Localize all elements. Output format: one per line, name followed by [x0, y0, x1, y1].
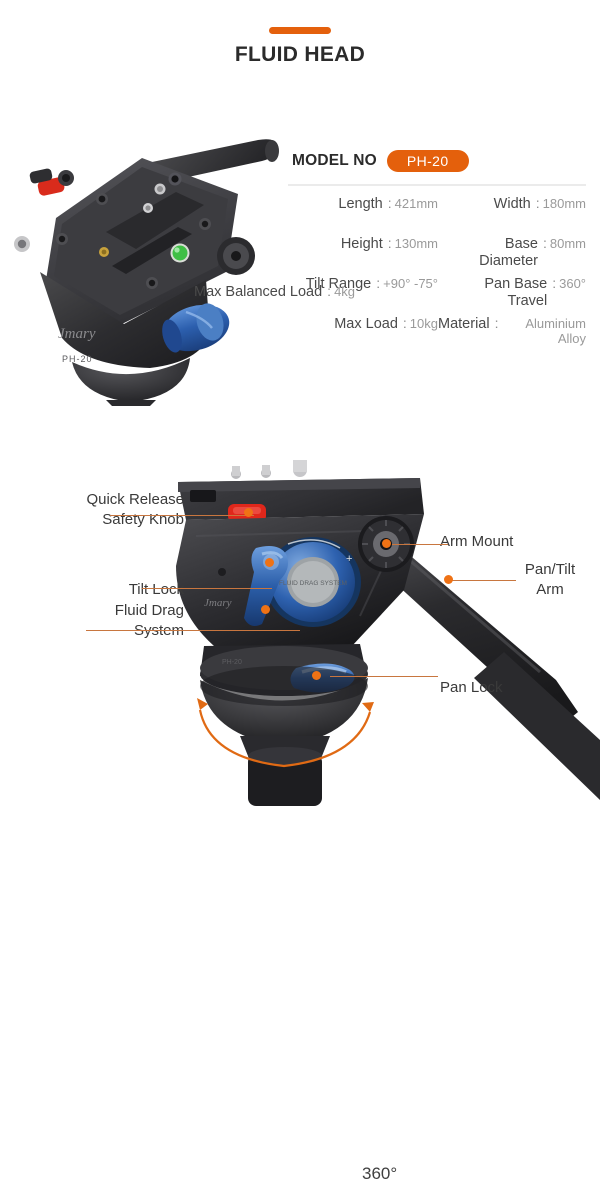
spec-value: 4kg: [334, 284, 356, 299]
fluid-drag-knob-blue: [162, 303, 230, 353]
spec-separator: :: [402, 315, 407, 331]
spec-label: Length: [338, 196, 383, 212]
spec-label: Base Diameter: [479, 236, 538, 270]
fluid-head-top-photo: Jmary PH-20: [14, 139, 279, 406]
half-ball-bowl: [200, 666, 368, 806]
spec-cell-height: Height:130mm: [286, 231, 438, 271]
leader-line-fluid-drag: [86, 630, 300, 632]
spec-value: Aluminium Alloy: [525, 316, 586, 347]
specification-panel: MODEL NO PH-20 Length:421mm Width:180mm …: [194, 146, 586, 346]
callout-fluid-drag-system: Fluid Drag System: [114, 602, 184, 639]
spec-label: Width: [493, 196, 531, 212]
rotation-label: 360°: [362, 1164, 398, 1183]
pan-tilt-arm: [372, 540, 600, 800]
spec-cell-material: Material: Aluminium Alloy: [438, 311, 586, 351]
model-mark: PH-20: [62, 354, 93, 364]
leader-line-arm-mount: [392, 544, 448, 546]
half-ball-base: [72, 358, 190, 406]
model-badge: PH-20: [386, 150, 469, 172]
spec-cell-tilt-range: Tilt Range:+90° -75°: [286, 271, 438, 311]
quick-release-plate: [46, 158, 238, 326]
product-infographic: FLUID HEAD: [0, 27, 600, 1183]
marker-arm-mount: [382, 539, 391, 548]
marker-pan-lock: [312, 671, 321, 680]
leader-line-pan-tilt-arm: [450, 580, 516, 582]
spec-label: Height: [340, 236, 383, 252]
marker-tilt-lock: [265, 558, 274, 567]
spec-cell-pan-base-travel: Pan Base Travel:360°: [438, 271, 586, 311]
spec-cell-width: Width:180mm: [438, 191, 586, 231]
spec-separator: :: [542, 235, 547, 251]
arm-mount-rosette-top: [217, 237, 255, 275]
spec-separator: :: [494, 315, 499, 331]
model-header: MODEL NO PH-20: [286, 146, 586, 176]
marker-fluid-drag: [261, 605, 270, 614]
spec-separator: :: [387, 235, 392, 251]
spec-divider: [288, 184, 586, 186]
spec-label: Max Load: [334, 316, 398, 332]
spec-label: Tilt Range: [305, 276, 372, 292]
title-accent-bar: [269, 27, 331, 34]
svg-text:PH-20: PH-20: [222, 659, 242, 666]
annotated-diagram: Jmary FLUID DR: [0, 440, 600, 1183]
rotation-arc: [197, 698, 374, 768]
spec-table: Length:421mm Width:180mm Height:130mm Ba…: [286, 191, 586, 351]
fluid-head-diagram-photo: Jmary FLUID DR: [176, 460, 600, 806]
leader-line-pan-lock: [330, 676, 438, 678]
drag-dial-text: FLUID DRAG SYSTEM: [279, 580, 347, 587]
marker-pan-tilt-arm: [444, 575, 453, 584]
fluid-drag-dial: FLUID DRAG SYSTEM +: [265, 537, 361, 627]
callout-quick-release-safety-knob: Quick Release Safety Knob: [86, 491, 184, 528]
svg-text:+: +: [346, 553, 352, 565]
spec-label: Material: [438, 316, 490, 332]
spec-value: 360°: [559, 276, 586, 291]
spec-separator: :: [535, 195, 540, 211]
callout-pan-lock: Pan Lock: [440, 679, 503, 696]
spec-value: 180mm: [542, 196, 586, 211]
brand-mark: Jmary: [58, 326, 96, 342]
callout-tilt-lock: Tilt Lock: [128, 581, 184, 598]
spec-value: 421mm: [394, 196, 438, 211]
spec-separator: :: [327, 283, 332, 299]
leader-line-quick-release: [110, 515, 254, 517]
brand-mark-diagram: Jmary: [204, 597, 232, 609]
spec-value: 130mm: [394, 236, 438, 251]
model-label: MODEL NO: [292, 152, 377, 169]
spec-separator: :: [376, 275, 381, 291]
marker-quick-release: [244, 508, 253, 517]
quick-release-plate-side: [178, 460, 424, 520]
spec-value: 80mm: [549, 236, 586, 251]
pan-handle-grip: [152, 139, 279, 184]
callout-pan-tilt-arm: Pan/Tilt Arm: [524, 561, 576, 598]
spec-cell-max-load: Max Load:10kg: [286, 311, 438, 351]
quick-release-lock-red: [29, 168, 74, 196]
spec-separator: :: [552, 275, 557, 291]
page-title: FLUID HEAD: [234, 43, 366, 66]
spec-label: Max Balanced Load: [194, 284, 323, 300]
spec-separator: :: [387, 195, 392, 211]
spec-label: Pan Base Travel: [484, 276, 548, 310]
spec-cell-base-diameter: Base Diameter:80mm: [438, 231, 586, 271]
leader-line-tilt-lock: [142, 588, 272, 590]
spec-value: 10kg: [409, 316, 438, 331]
spec-cell-length: Length:421mm: [286, 191, 438, 231]
spec-value: +90° -75°: [383, 276, 438, 291]
spec-cell-max-balanced-load: Max Balanced Load:4kg: [194, 279, 586, 319]
callout-arm-mount: Arm Mount: [440, 533, 514, 550]
